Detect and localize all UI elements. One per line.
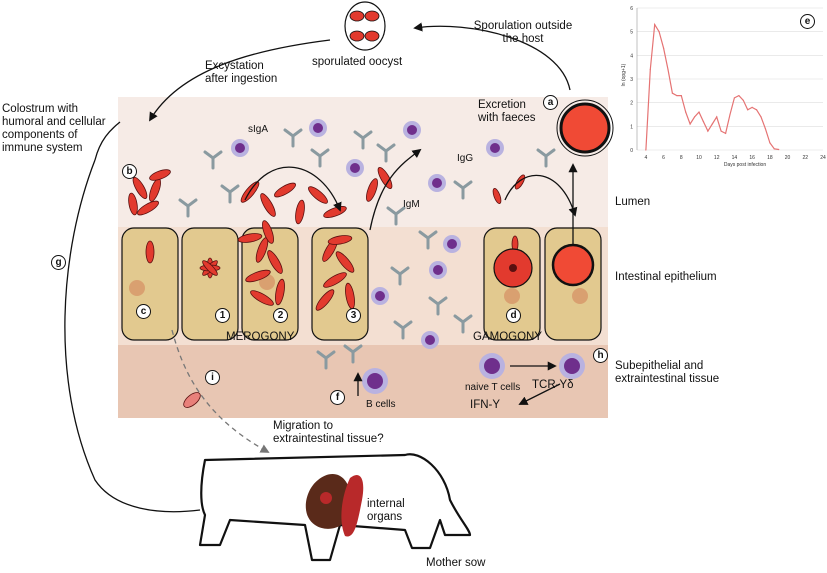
badge-e: e xyxy=(800,14,815,29)
badge-stage-1: 1 xyxy=(215,308,230,323)
chart-y-tick-label: 0 xyxy=(630,148,633,154)
label-naive-t-cells: naive T cells xyxy=(465,382,521,393)
cycle-arrows xyxy=(64,22,578,513)
badge-c: c xyxy=(136,304,151,319)
label-igg: IgG xyxy=(457,153,474,164)
chart-x-tick-label: 22 xyxy=(803,155,809,161)
sporulated-oocyst-icon xyxy=(344,1,386,51)
label-mother-sow: Mother sow xyxy=(426,557,486,569)
badge-b: b xyxy=(122,164,137,179)
chart-series-line xyxy=(645,22,779,151)
label-b-cells: B cells xyxy=(366,399,396,410)
label-lumen: Lumen xyxy=(615,196,651,208)
excreted-oocyst xyxy=(559,102,611,154)
chart-y-tick-label: 3 xyxy=(630,77,633,83)
label-merogony: MEROGONY xyxy=(226,331,295,343)
host-nuclei xyxy=(129,274,588,304)
chart-x-tick-label: 16 xyxy=(749,155,755,161)
zygote xyxy=(551,243,595,287)
badge-a: a xyxy=(543,95,558,110)
chart-x-tick-label: 10 xyxy=(696,155,702,161)
label-siga: sIgA xyxy=(248,124,269,135)
lumen-band xyxy=(118,97,608,227)
badge-stage-2: 2 xyxy=(273,308,288,323)
label-intestinal-epithelium: Intestinal epithelium xyxy=(615,271,717,283)
chart-y-tick-label: 1 xyxy=(630,124,633,130)
label-ifn: IFN-Y xyxy=(470,399,501,411)
chart-grid xyxy=(637,7,823,151)
chart-y-axis-label: ln (opg+1) xyxy=(621,63,627,86)
chart-y-tick-label: 4 xyxy=(630,53,633,59)
chart-x-tick-label: 4 xyxy=(644,155,647,161)
badge-g: g xyxy=(51,255,66,270)
chart-x-axis-label: Days post infection xyxy=(724,162,766,168)
label-gamogony: GAMOGONY xyxy=(473,331,543,343)
immune-cells xyxy=(231,119,585,394)
chart-y-tick-label: 5 xyxy=(630,30,633,36)
label-tcr: TCR-Yδ xyxy=(532,379,574,391)
organ-red xyxy=(341,474,364,537)
label-igm: IgM xyxy=(403,199,420,210)
chart-x-tick-label: 24 xyxy=(820,155,826,161)
chart-x-tick-label: 6 xyxy=(662,155,665,161)
badge-d: d xyxy=(506,308,521,323)
badge-i: i xyxy=(205,370,220,385)
mother-sow-illustration xyxy=(198,453,472,562)
chart-y-tick-label: 6 xyxy=(630,6,633,12)
epithelial-cells xyxy=(121,227,602,341)
label-sporulated-oocyst: sporulated oocyst xyxy=(312,56,403,68)
chart-y-tick-label: 2 xyxy=(630,101,633,107)
chart-x-tick-label: 14 xyxy=(732,155,738,161)
migration-arrow xyxy=(171,329,270,453)
chart-x-tick-label: 20 xyxy=(785,155,791,161)
badge-stage-3: 3 xyxy=(346,308,361,323)
chart-x-tick-label: 8 xyxy=(680,155,683,161)
badge-h: h xyxy=(593,348,608,363)
chart-x-tick-label: 18 xyxy=(767,155,773,161)
chart-x-tick-label: 12 xyxy=(714,155,720,161)
antibodies xyxy=(178,128,556,370)
badge-f: f xyxy=(330,390,345,405)
